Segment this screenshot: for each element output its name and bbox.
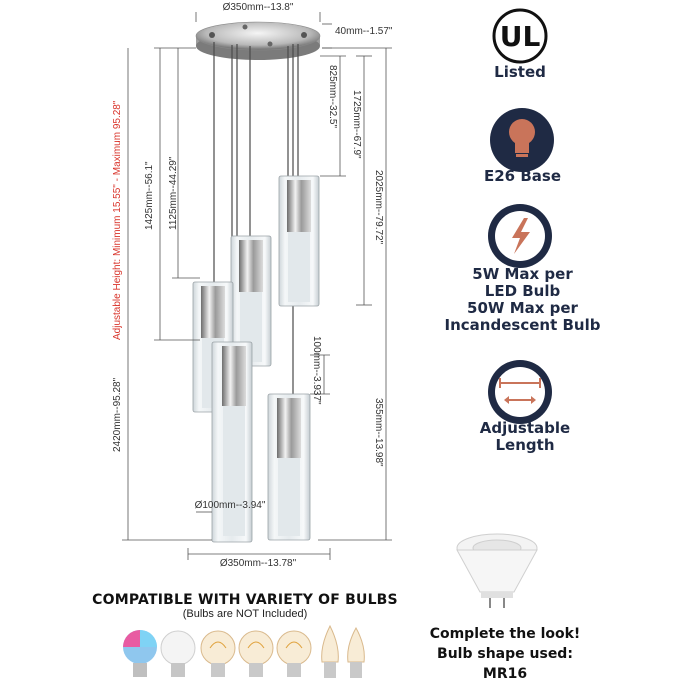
adjustable-line-2: Length [495, 436, 555, 454]
dim-2025: 2025mm--79.72" [373, 170, 384, 245]
dim-top-width: Ø350mm--13.8" [223, 2, 294, 13]
pendant-tube [278, 175, 320, 307]
bulb-smart-rgb [123, 630, 157, 677]
dim-shade-diameter: Ø100mm--3.94" [195, 500, 266, 511]
dimension-lines [122, 12, 392, 560]
adjustable-length-icon [488, 360, 552, 424]
pendant-tube [211, 341, 253, 543]
bulbs-subtitle: (Bulbs are NOT Included) [182, 608, 308, 620]
dim-100: 100mm--3.937" [311, 336, 322, 405]
bulb-frosted [160, 630, 196, 677]
bulbs-title: COMPATIBLE WITH VARIETY OF BULBS [92, 592, 398, 608]
wattage-line-2: LED Bulb [484, 282, 561, 300]
look-line-1: Complete the look! [429, 626, 581, 642]
dim-1725: 1725mm--67.9" [351, 90, 362, 159]
look-line-2: Bulb shape used: [437, 646, 573, 662]
dim-355: 355mm--13.98" [373, 398, 384, 467]
dim-1425: 1425mm--56.1" [144, 161, 155, 230]
adjustable-line-1: Adjustable [479, 419, 571, 437]
dim-2420: 2420mm--95.28" [112, 377, 123, 452]
dim-825: 825mm--32.5" [327, 65, 338, 128]
bulb-edison-st [238, 630, 274, 677]
canopy [195, 21, 321, 60]
listed-label: Listed [494, 63, 546, 81]
pendant-tube [230, 235, 272, 367]
ul-mark: UL [500, 20, 541, 53]
wattage-line-1: 5W Max per [472, 265, 573, 283]
pendant-tube [267, 393, 311, 541]
base-label: E26 Base [484, 167, 561, 185]
wattage-line-4: Incandescent Bulb [444, 316, 601, 334]
bulb-candle-2 [347, 626, 365, 678]
dim-1125: 1125mm--44.29" [168, 156, 179, 230]
lightning-icon [488, 204, 552, 268]
wattage-line-3: 50W Max per [467, 299, 578, 317]
complete-look-text: Complete the look! Bulb shape used: MR16 [415, 624, 595, 684]
bulb-edison-a19 [200, 630, 236, 677]
ul-listed-icon: UL [492, 8, 548, 64]
look-line-3: MR16 [482, 666, 528, 682]
bulb-candle-1 [321, 624, 339, 678]
wattage-label: 5W Max per LED Bulb 50W Max per Incandes… [440, 266, 605, 334]
mr16-bulb [456, 533, 538, 608]
adjustable-label: Adjustable Length [470, 420, 580, 454]
bulb-edison-g [276, 630, 312, 677]
dim-adjustable-height: Adjustable Height: Minimum 15.55" - Maxi… [112, 100, 123, 340]
light-bulb-icon [490, 108, 554, 172]
dim-canopy-height: 40mm--1.57" [335, 26, 393, 37]
dim-bottom-width: Ø350mm--13.78" [220, 558, 297, 569]
